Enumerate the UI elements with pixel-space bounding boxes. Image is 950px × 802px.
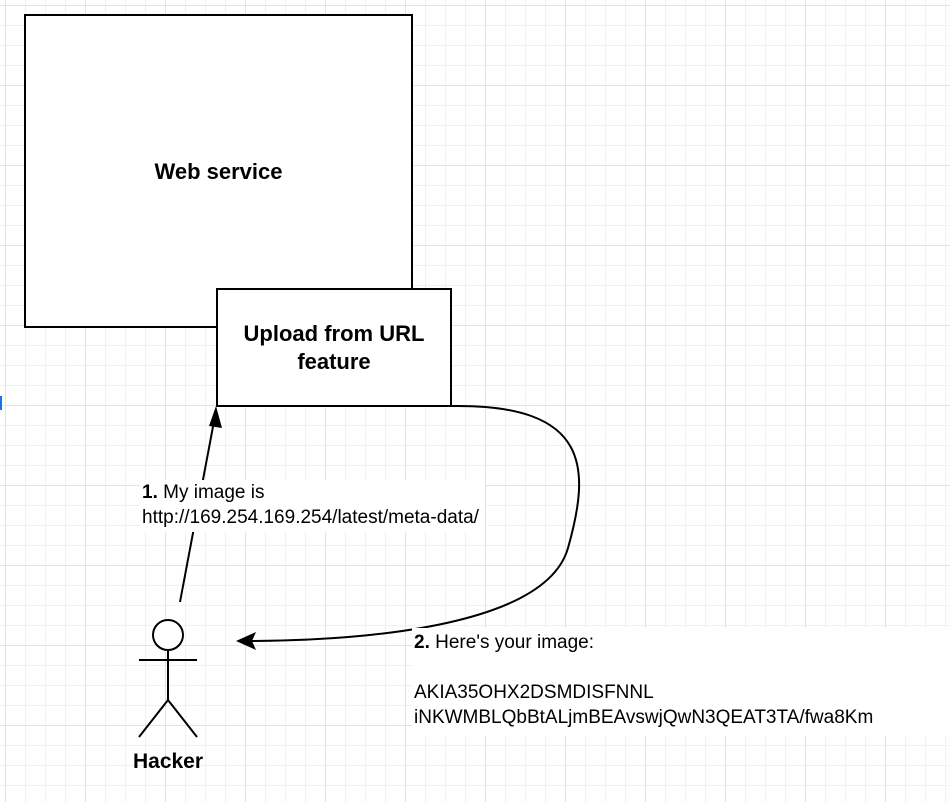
- step1-number: 1.: [142, 482, 158, 503]
- step1-url: http://169.254.169.254/latest/meta-data/: [142, 507, 479, 528]
- upload-feature-line1: Upload from URL: [243, 320, 425, 346]
- request-edge-label[interactable]: 1. My image is http://169.254.169.254/la…: [140, 480, 485, 532]
- step2-text: Here's your image:: [435, 632, 594, 653]
- request-arrowhead: [209, 406, 222, 428]
- secret-access-key: iNKWMBLQbBtALjmBEAvswjQwN3QEAT3TA/fwa8Km: [414, 707, 874, 728]
- step2-blank-line: [414, 655, 930, 680]
- selection-marker: [0, 396, 2, 410]
- response-arrow[interactable]: [236, 404, 581, 650]
- access-key-id: AKIA35OHX2DSMDISFNNL: [414, 682, 654, 703]
- upload-feature-box[interactable]: Upload from URL feature: [216, 288, 452, 407]
- upload-feature-label: Upload from URL feature: [244, 320, 425, 376]
- step2-number: 2.: [414, 632, 430, 653]
- hacker-label: Hacker: [132, 750, 204, 773]
- hacker-actor-icon[interactable]: [138, 619, 198, 738]
- response-arrowhead: [236, 632, 256, 650]
- web-service-label: Web service: [154, 159, 283, 184]
- step1-text: My image is: [163, 482, 265, 503]
- web-service-box[interactable]: Web service: [24, 14, 413, 328]
- response-edge-label[interactable]: 2. Here's your image: AKIA35OHX2DSMDISFN…: [412, 628, 950, 736]
- upload-feature-line2: feature: [297, 348, 371, 374]
